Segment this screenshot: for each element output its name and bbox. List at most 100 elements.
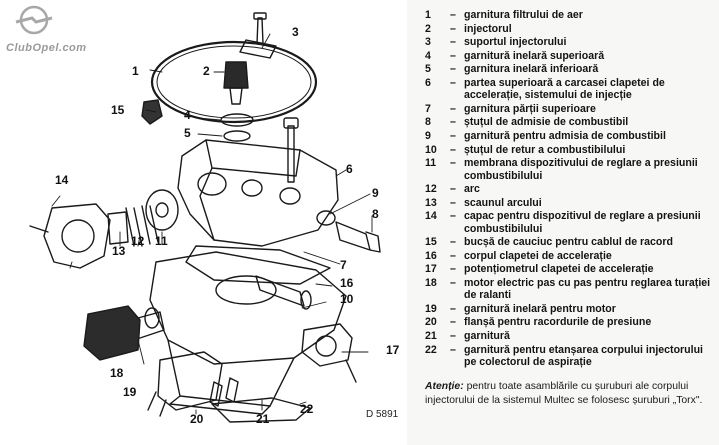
injector (223, 61, 249, 89)
injector-bracket (239, 39, 277, 59)
stepper-motor (83, 305, 141, 361)
callout-7: 7 (340, 258, 347, 272)
legend-item: 10–ștuțul de retur a combustibilului (425, 144, 717, 156)
legend-number: 16 (425, 249, 437, 262)
callout-1: 1 (132, 64, 139, 78)
callout-3: 3 (292, 25, 299, 39)
base-gasket (211, 397, 311, 423)
legend-text: bucșă de cauciuc pentru cablul de racord (464, 236, 673, 249)
upper-gasket (185, 245, 331, 285)
air-filter-gasket (150, 40, 318, 124)
legend-text: garnitură (464, 330, 510, 343)
diagram-code: D 5891 (366, 409, 399, 420)
legend-item: 5–garnitura inelară inferioară (425, 63, 717, 75)
legend-text: injectorul (464, 22, 512, 35)
legend-list: 1–garnitura filtrului de aer 2–injectoru… (425, 9, 717, 370)
legend-number: 6 (425, 76, 431, 89)
legend-number: 11 (425, 157, 437, 170)
legend-item: 17–potențiometrul clapetei de accelerați… (425, 263, 717, 275)
callout-20: 20 (190, 412, 204, 426)
callout-18: 18 (110, 366, 124, 380)
legend-item: 15–bucșă de cauciuc pentru cablul de rac… (425, 236, 717, 248)
potentiometer (301, 323, 353, 367)
legend-number: 7 (425, 102, 431, 115)
legend-number: 3 (425, 36, 431, 49)
legend-text: flanșă pentru racordurile de presiune (464, 316, 652, 329)
legend-number: 5 (425, 63, 431, 76)
diagram-drawing (29, 12, 381, 423)
legend-item: 3–suportul injectorului (425, 36, 717, 48)
legend-text: garnitura inelară inferioară (464, 63, 599, 76)
callout-6: 6 (346, 162, 353, 176)
legend-item: 12–arc (425, 183, 717, 195)
legend-item: 9–garnitură pentru admisia de combustibi… (425, 130, 717, 142)
legend-number: 21 (425, 330, 437, 343)
callout-8: 8 (372, 207, 379, 221)
callout-15: 15 (111, 103, 125, 117)
legend-item: 22–garnitură pentru etanșarea corpului i… (425, 344, 717, 369)
watermark-text: ClubOpel.com (6, 42, 87, 54)
legend-item: 4–garnitură inelară superioară (425, 50, 717, 62)
legend-text: suportul injectorului (464, 36, 567, 49)
legend-text: garnitură pentru admisia de combustibil (464, 130, 666, 143)
legend-text: membrana dispozitivului de reglare a pre… (464, 157, 698, 182)
legend-text: garnitura părții superioare (464, 102, 596, 115)
legend-text: garnitura filtrului de aer (464, 9, 583, 21)
legend-item: 2–injectorul (425, 23, 717, 35)
exploded-view-diagram: ClubOpel.com (6, 5, 400, 426)
attention-label: Atenție: (425, 381, 464, 392)
callout-5: 5 (184, 126, 191, 140)
legend-text: corpul clapetei de accelerație (464, 249, 612, 262)
callout-13: 13 (112, 244, 126, 258)
callout-11: 11 (155, 234, 168, 248)
legend-number: 13 (425, 196, 437, 209)
legend-text: potențiometrul clapetei de accelerație (464, 263, 654, 276)
legend-number: 17 (425, 263, 437, 276)
legend-text: capac pentru dispozitivul de reglare a p… (464, 210, 701, 235)
legend-number: 4 (425, 49, 431, 62)
legend-text: partea superioară a carcasei clapetei de… (464, 76, 665, 102)
legend-text: garnitură inelară pentru motor (464, 302, 616, 315)
legend-item: 16–corpul clapetei de accelerație (425, 250, 717, 262)
legend-item: 21–garnitură (425, 330, 717, 342)
fuel-inlet (335, 221, 371, 251)
callout-21: 21 (256, 412, 270, 426)
callout-17: 17 (386, 343, 400, 357)
legend-number: 14 (425, 210, 437, 223)
legend-number: 19 (425, 302, 437, 315)
legend-item: 13–scaunul arcului (425, 197, 717, 209)
regulator-cover (43, 203, 111, 269)
attention-note: Atenție: pentru toate asamblările cu șur… (425, 380, 715, 407)
callout-14: 14 (55, 173, 69, 187)
callout-9: 9 (372, 186, 379, 200)
legend-text: ștuțul de retur a combustibilului (464, 143, 626, 156)
legend-text: motor electric pas cu pas pentru reglare… (464, 276, 711, 302)
legend-number: 1 (425, 9, 431, 21)
legend-item: 19–garnitură inelară pentru motor (425, 303, 717, 315)
opel-logo-icon (15, 5, 53, 35)
spring-seat (107, 211, 129, 245)
legend-text: garnitură pentru etanșarea corpului inje… (464, 343, 703, 368)
fuel-return (255, 275, 305, 307)
callout-4: 4 (184, 108, 191, 122)
legend-number: 10 (425, 143, 437, 156)
legend-number: 2 (425, 22, 431, 35)
legend-item: 14–capac pentru dispozitivul de reglare … (425, 210, 717, 235)
legend-number: 22 (425, 343, 437, 356)
legend-item: 11–membrana dispozitivului de reglare a … (425, 157, 717, 182)
legend-text: arc (464, 183, 480, 196)
callout-2: 2 (203, 64, 210, 78)
regulator-membrane (145, 189, 179, 231)
legend-number: 9 (425, 130, 431, 143)
pressure-flange (157, 351, 223, 411)
legend-number: 12 (425, 183, 437, 196)
legend-number: 8 (425, 116, 431, 129)
legend-panel: 1–garnitura filtrului de aer 2–injectoru… (407, 0, 719, 445)
legend-item: 7–garnitura părții superioare (425, 103, 717, 115)
legend-number: 20 (425, 316, 437, 329)
callout-16: 16 (340, 276, 354, 290)
callout-10: 10 (340, 292, 354, 306)
callout-12: 12 (131, 234, 145, 248)
rubber-bush (141, 99, 163, 125)
legend-item: 8–ștuțul de admisie de combustibil (425, 116, 717, 128)
